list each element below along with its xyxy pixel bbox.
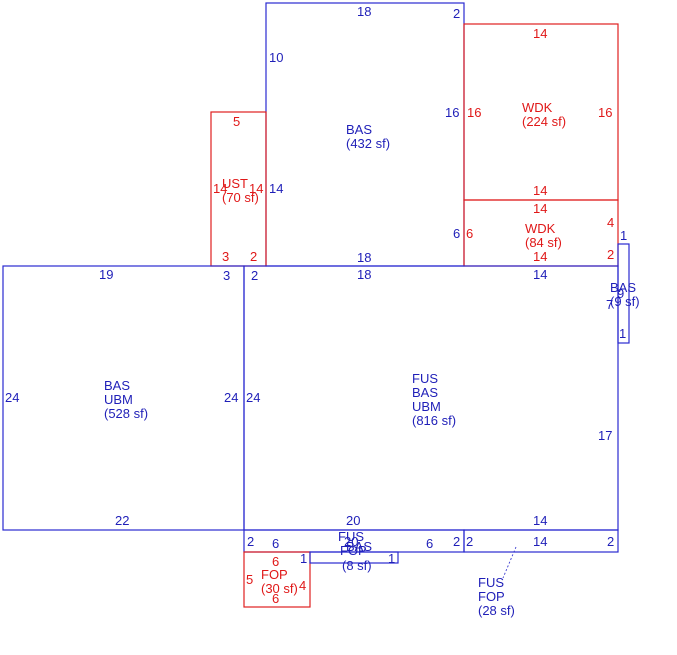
fus-fop-line1: FUS (478, 575, 504, 590)
bas-left-dim-top: 19 (99, 267, 113, 282)
wdk-large-dim-bottom: 14 (533, 183, 547, 198)
wdk-small-code: WDK (525, 221, 556, 236)
bottom-strip-dim-left: 6 (272, 536, 279, 551)
ust-dim-top: 5 (233, 114, 240, 129)
fop-outline (243, 551, 311, 608)
wdk-small-area: (84 sf) (525, 235, 562, 250)
fus-fop-line2: FOP (478, 589, 505, 604)
bas-top-dim-right-lower: 6 (453, 226, 460, 241)
overlap-dim-right: 1 (388, 551, 395, 566)
fop-code: FOP (261, 567, 288, 582)
bottom-strip-dim-mid-corner: 2 (453, 534, 460, 549)
bottom-strip-dim-far-corner: 2 (607, 534, 614, 549)
bas-top-dim-top: 18 (357, 4, 371, 19)
fop-dim-right: 4 (299, 578, 306, 593)
ust-dim-bottom-right: 2 (250, 249, 257, 264)
fop-dim-top: 6 (272, 554, 279, 569)
wdk-large-dim-top: 14 (533, 26, 547, 41)
bas-top-dim-bottom: 18 (357, 250, 371, 265)
bas-left-dim-bottom: 22 (115, 513, 129, 528)
fus-main-dim-bottom: 20 (346, 513, 360, 528)
bas-small-dim-right: 9 (617, 286, 624, 301)
bas-small-code: BAS (610, 280, 636, 295)
wdk-small-dim-right: 4 (607, 215, 614, 230)
wdk-small-dim-left: 6 (466, 226, 473, 241)
bas-top-code: BAS (346, 122, 372, 137)
wdk-large-code: WDK (522, 100, 553, 115)
bas-top-dim-corner: 2 (453, 6, 460, 21)
fus-main-dim-top-left: 2 (251, 268, 258, 283)
overlap-area: (8 sf) (342, 558, 372, 573)
bas-top-dim-left: 10 (269, 50, 283, 65)
ust-code: UST (222, 176, 248, 191)
fus-main-area: (816 sf) (412, 413, 456, 428)
overlap-line3: BAS (346, 539, 372, 554)
bottom-strip-dim-right-corner: 2 (466, 534, 473, 549)
fus-main-line2: BAS (412, 385, 438, 400)
wdk-small-dim-bottom: 14 (533, 249, 547, 264)
wdk-large-dim-right: 16 (598, 105, 612, 120)
ust-dim-left: 14 (213, 181, 227, 196)
bas-top-area: (432 sf) (346, 136, 390, 151)
bas-small-area: (9 sf) (610, 294, 640, 309)
ust-area: (70 sf) (222, 190, 259, 205)
bas-left-dim-right: 24 (224, 390, 238, 405)
bottom-strip-dim-mid: 6 (426, 536, 433, 551)
bottom-strip-dim-right: 14 (533, 534, 547, 549)
fus-fop-leader (502, 546, 517, 579)
overlap-line1: FUS (338, 529, 364, 544)
fus-main-dim-right: 17 (598, 428, 612, 443)
wdk-large-area: (224 sf) (522, 114, 566, 129)
bas-left-dim-left: 24 (5, 390, 19, 405)
bas-top-dim-left-lower: 14 (269, 181, 283, 196)
fop-dim-bottom: 6 (272, 591, 279, 606)
fop-area: (30 sf) (261, 581, 298, 596)
bas-top-dim-right: 16 (445, 105, 459, 120)
fus-fop-area: (28 sf) (478, 603, 515, 618)
bottom-strip-right-outline (463, 529, 619, 553)
overlap-outline (309, 551, 399, 564)
overlap-line2: FOP (340, 543, 367, 558)
wdk-large-dim-left: 16 (467, 105, 481, 120)
wdk-small-dim-top: 14 (533, 201, 547, 216)
ust-dim-bottom-left: 3 (222, 249, 229, 264)
bottom-strip-dim-left-corner: 2 (247, 534, 254, 549)
fop-dim-left: 5 (246, 572, 253, 587)
bas-left-line1: BAS (104, 378, 130, 393)
overlap-dim-left: 1 (300, 551, 307, 566)
fus-main-dim-top: 18 (357, 267, 371, 282)
bas-left-dim-corner: 3 (223, 268, 230, 283)
bas-small-dim-top: 1 (620, 228, 627, 243)
bas-left-line2: UBM (104, 392, 133, 407)
fus-main-dim-top-right: 14 (533, 267, 547, 282)
bas-left-area: (528 sf) (104, 406, 148, 421)
bas-small-dim-left: 7 (606, 297, 613, 312)
ust-dim-right: 14 (249, 181, 263, 196)
bas-small-dim-bottom: 1 (619, 326, 626, 341)
wdk-small-dim-corner: 2 (607, 247, 614, 262)
fus-main-dim-left: 24 (246, 390, 260, 405)
fus-main-line3: UBM (412, 399, 441, 414)
fus-main-dim-bottom-right: 14 (533, 513, 547, 528)
fus-main-line1: FUS (412, 371, 438, 386)
overlap-dim-top: 20 (344, 534, 358, 549)
